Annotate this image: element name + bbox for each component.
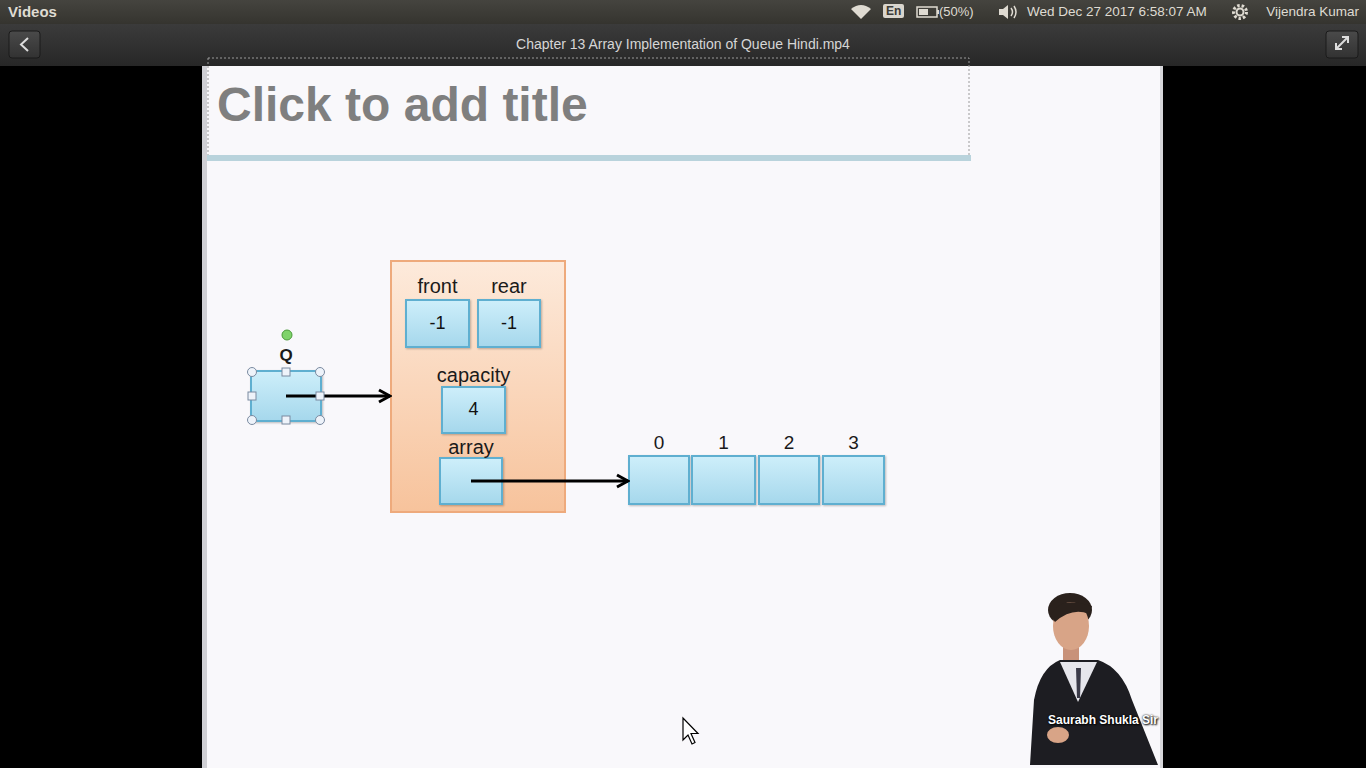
fringe [1051,602,1092,622]
top-panel [0,0,1366,24]
array-cell: 1 [691,455,756,505]
mouse-cursor [683,718,698,744]
user-name: Vijendra Kumar [1266,4,1359,20]
field-value: -1 [501,314,517,334]
back-chevron [21,38,28,51]
speaker-waves [1011,6,1016,18]
keyboard-layout: En [883,4,904,18]
rotate-handle [282,330,292,340]
array-cell: 0 [628,455,690,505]
side-handle [316,392,324,400]
index-number: 0 [654,433,665,452]
title-underline [207,155,971,161]
field-name: rear [491,276,527,296]
presenter-photo [1030,593,1158,765]
pointer-arrow [286,395,390,398]
battery-tip [937,10,939,14]
slide-title: Click to add title [217,76,588,134]
pointer-field-box: array [439,457,503,505]
gear-icon [1234,6,1247,19]
battery-percent: (50%) [939,4,974,20]
queue-struct-box: front-1rear-1capacity4array [390,260,566,513]
corner-handle [316,416,325,425]
side-handle [282,368,290,376]
gear-hub [1237,9,1244,16]
selection-handles [248,330,325,425]
field-box: rear-1 [477,299,541,348]
variable-name: Q [279,347,292,364]
presenter-name: Saurabh Shukla Sir [1048,713,1158,727]
hand [1047,727,1069,743]
index-number: 3 [848,433,859,452]
index-number: 2 [784,433,795,452]
side-handle [282,416,290,424]
clock: Wed Dec 27 2017 6:58:07 AM [1027,4,1207,20]
field-box: capacity4 [441,386,506,434]
corner-handle [248,368,257,377]
speaker-icon [999,5,1008,19]
field-name: front [417,276,457,296]
pointer-arrow [471,480,628,483]
window-title: Chapter 13 Array Implementation of Queue… [0,36,1366,53]
battery-level [919,9,928,15]
slide-left-edge [202,66,207,768]
suit [1030,660,1158,765]
field-value: 4 [468,400,478,420]
field-value: -1 [429,314,445,334]
back-button [9,31,40,58]
slide-right-edge [1160,66,1163,768]
pointer-variable-box: Q [250,370,322,422]
field-name: capacity [437,365,510,385]
shirt [1060,662,1097,702]
field-box: front-1 [405,299,470,348]
slide [202,66,1163,768]
corner-handle [316,368,325,377]
array-cell: 2 [758,455,820,505]
fullscreen-icon [1336,37,1348,49]
corner-handle [248,416,257,425]
title-bar [0,24,1366,66]
side-handle [248,392,256,400]
wifi-icon [851,5,871,19]
battery-icon [917,7,937,17]
tie [1076,668,1081,698]
fullscreen-button [1326,31,1358,58]
array-cell: 3 [822,455,885,505]
index-number: 1 [718,433,729,452]
field-name: array [448,437,494,457]
app-name: Videos [8,3,57,21]
title-placeholder [208,58,969,156]
